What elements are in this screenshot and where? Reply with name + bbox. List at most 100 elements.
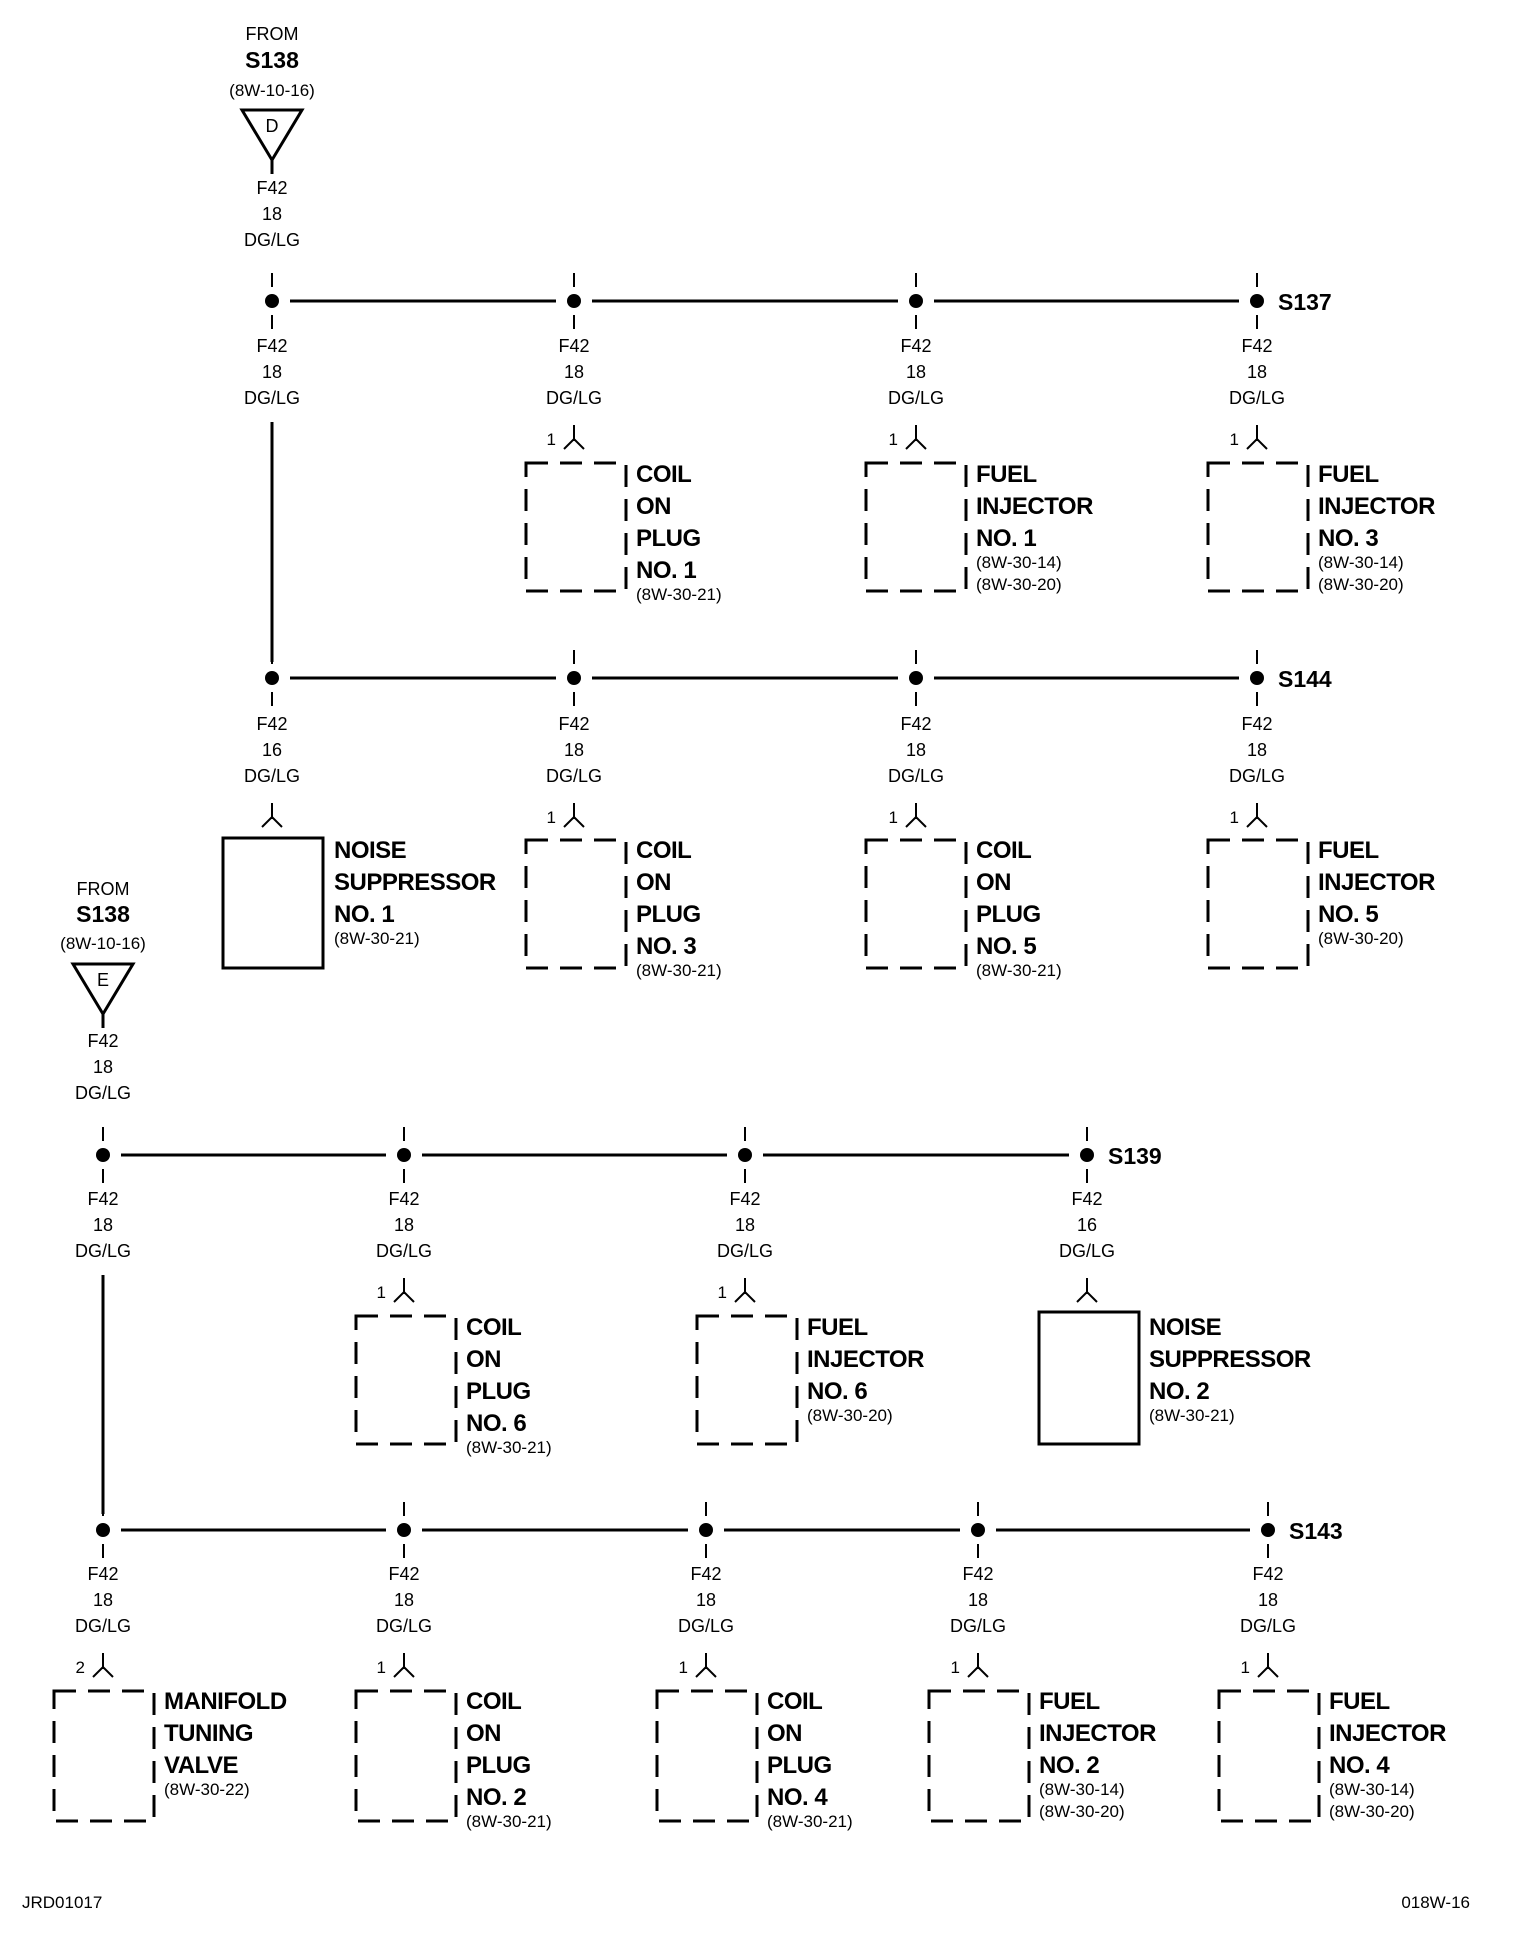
wire-gauge-label: 18 xyxy=(906,740,926,760)
wire-gauge-label: 18 xyxy=(696,1590,716,1610)
component-name-line: PLUG xyxy=(767,1752,832,1779)
connector-pin-icon xyxy=(905,815,927,828)
component-outline-dashed xyxy=(927,1689,1031,1823)
diagram-labels: JRD01017 018W-16 FROMS138(8W-10-16)DFROM… xyxy=(22,24,1470,1912)
wire-color-label: DG/LG xyxy=(717,1241,773,1261)
component-outline-solid xyxy=(221,836,325,970)
pin-number: 1 xyxy=(889,430,898,449)
component-name-line: VALVE xyxy=(164,1752,238,1779)
wire-gauge-label: 18 xyxy=(262,362,282,382)
component-name-line: NO. 1 xyxy=(636,557,696,584)
wire-circuit-label: F42 xyxy=(1252,1564,1283,1584)
component-name-line: ON xyxy=(976,869,1011,896)
component-name-line: NO. 4 xyxy=(1329,1752,1390,1779)
wire-circuit-label: F42 xyxy=(900,714,931,734)
pin-number: 1 xyxy=(679,1658,688,1677)
connector-pin-icon xyxy=(695,1665,717,1678)
wire-circuit-label: F42 xyxy=(87,1564,118,1584)
connector-pin-icon xyxy=(734,1290,756,1303)
component-page-ref: (8W-30-22) xyxy=(164,1780,250,1799)
wire-color-label: DG/LG xyxy=(244,766,300,786)
pin-number: 1 xyxy=(547,808,556,827)
wire-color-label: DG/LG xyxy=(1229,766,1285,786)
component-name-line: PLUG xyxy=(466,1378,531,1405)
footer-right-code: 018W-16 xyxy=(1401,1893,1470,1912)
component-outline-dashed xyxy=(524,461,628,593)
footer-left-code: JRD01017 xyxy=(22,1893,102,1912)
component-name-line: FUEL xyxy=(807,1314,868,1341)
component-name-line: NOISE xyxy=(334,837,407,864)
splice-dot xyxy=(1250,671,1264,685)
component-name-line: NO. 2 xyxy=(1039,1752,1099,1779)
component-name-line: COIL xyxy=(636,461,691,488)
pin-number: 1 xyxy=(889,808,898,827)
source-from-label: FROM xyxy=(77,879,130,899)
component-outline-dashed xyxy=(354,1689,458,1823)
component-name-line: NO. 5 xyxy=(1318,901,1378,928)
connector-pin-icon xyxy=(261,815,283,828)
source-from-label: FROM xyxy=(246,24,299,44)
component-name-line: FUEL xyxy=(1039,1688,1100,1715)
connector-pin-icon xyxy=(1246,815,1268,828)
wire-gauge-label: 18 xyxy=(394,1590,414,1610)
component-outline-dashed xyxy=(864,461,968,593)
component-page-ref: (8W-30-14) xyxy=(1039,1780,1125,1799)
wire-color-label: DG/LG xyxy=(888,766,944,786)
component-name-line: INJECTOR xyxy=(1318,869,1435,896)
source-splice-id: S138 xyxy=(245,47,299,73)
component-name-line: COIL xyxy=(976,837,1031,864)
wire-gauge-label: 16 xyxy=(262,740,282,760)
wire-gauge-label: 18 xyxy=(93,1057,113,1077)
component-name-line: ON xyxy=(636,869,671,896)
component-name-line: ON xyxy=(466,1346,501,1373)
splice-dot xyxy=(738,1148,752,1162)
component-name-line: TUNING xyxy=(164,1720,253,1747)
pin-number: 1 xyxy=(1241,1658,1250,1677)
wire-color-label: DG/LG xyxy=(376,1616,432,1636)
component-name-line: COIL xyxy=(767,1688,822,1715)
connector-pin-icon xyxy=(92,1665,114,1678)
wire-gauge-label: 16 xyxy=(1077,1215,1097,1235)
wire-circuit-label: F42 xyxy=(256,336,287,356)
wire-gauge-label: 18 xyxy=(1258,1590,1278,1610)
component-name-line: PLUG xyxy=(466,1752,531,1779)
component-name-line: INJECTOR xyxy=(976,493,1093,520)
component-name-line: NO. 2 xyxy=(1149,1378,1209,1405)
wire-circuit-label: F42 xyxy=(87,1031,118,1051)
wire-color-label: DG/LG xyxy=(950,1616,1006,1636)
component-page-ref: (8W-30-20) xyxy=(976,575,1062,594)
component-name-line: FUEL xyxy=(976,461,1037,488)
splice-dot xyxy=(1261,1523,1275,1537)
connector-pin-icon xyxy=(905,437,927,450)
splice-dot xyxy=(265,294,279,308)
component-outline-dashed xyxy=(354,1314,458,1446)
pin-number: 1 xyxy=(377,1283,386,1302)
wire-circuit-label: F42 xyxy=(690,1564,721,1584)
splice-label: S144 xyxy=(1278,666,1332,692)
pin-number: 1 xyxy=(1230,430,1239,449)
splice-dot xyxy=(96,1523,110,1537)
component-page-ref: (8W-30-21) xyxy=(767,1812,853,1831)
wire-color-label: DG/LG xyxy=(546,388,602,408)
component-name-line: COIL xyxy=(466,1688,521,1715)
component-outline-dashed xyxy=(655,1689,759,1823)
component-name-line: MANIFOLD xyxy=(164,1688,287,1715)
component-name-line: NO. 5 xyxy=(976,933,1036,960)
pin-number: 2 xyxy=(76,1658,85,1677)
splice-dot xyxy=(699,1523,713,1537)
component-name-line: NO. 1 xyxy=(334,901,394,928)
wire-color-label: DG/LG xyxy=(376,1241,432,1261)
component-outline-dashed xyxy=(524,838,628,970)
component-name-line: NO. 1 xyxy=(976,525,1036,552)
splice-dot xyxy=(96,1148,110,1162)
pin-number: 1 xyxy=(951,1658,960,1677)
component-name-line: ON xyxy=(636,493,671,520)
wire-circuit-label: F42 xyxy=(388,1564,419,1584)
component-name-line: NOISE xyxy=(1149,1314,1222,1341)
component-name-line: PLUG xyxy=(976,901,1041,928)
component-page-ref: (8W-30-14) xyxy=(1329,1780,1415,1799)
connector-pin-icon xyxy=(563,815,585,828)
component-outline-solid xyxy=(1037,1310,1141,1446)
connector-pin-icon xyxy=(1076,1290,1098,1303)
